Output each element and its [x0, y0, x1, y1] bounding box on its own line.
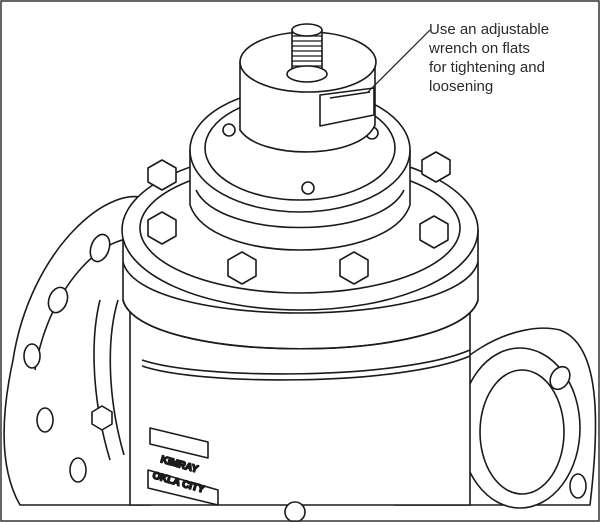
left-flange: [3, 195, 151, 506]
hex-bolt: [147, 159, 177, 191]
callout-line: wrench on flats: [429, 40, 530, 57]
callout-leader-line: [367, 29, 431, 93]
callout-line: loosening: [429, 78, 494, 95]
callout-note: Use an adjustable wrench on flats for ti…: [429, 20, 579, 96]
hex-bolt: [339, 251, 369, 285]
hex-bolt: [421, 151, 451, 183]
callout-line: Use an adjustable: [429, 21, 550, 38]
callout-line: for tightening and: [429, 59, 545, 76]
drain-fitting: [284, 501, 306, 522]
threaded-stud: [286, 23, 328, 83]
hex-bolt: [147, 211, 177, 245]
hex-bolt: [227, 251, 257, 285]
hex-bolts: [91, 151, 451, 431]
hex-bolt: [91, 405, 113, 431]
hex-bolt: [419, 215, 449, 249]
